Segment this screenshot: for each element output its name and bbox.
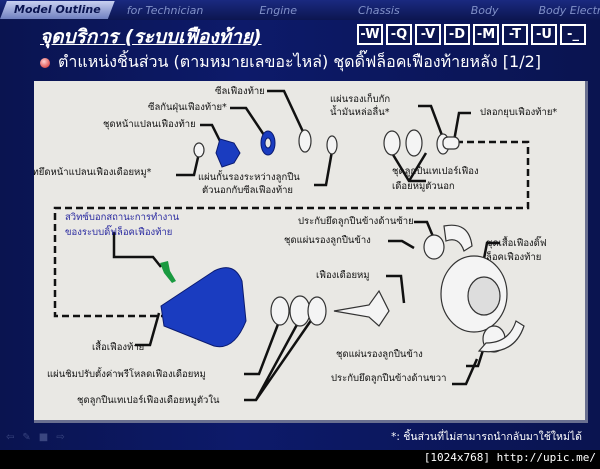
label-oil-seal: ซีลเฟืองท้าย <box>215 86 265 97</box>
leader-line <box>388 239 415 250</box>
label-collapsible-spacer: ปลอกยุบเฟืองท้าย* <box>480 107 558 118</box>
left-cap-part <box>443 224 473 252</box>
top-nav: Model Outline for Technician Engine Chas… <box>0 0 600 20</box>
slide-nav-controls: ⇦ ✎ ■ ⇨ <box>6 432 65 443</box>
inner-race-part <box>289 295 311 327</box>
label-switch-line2: ของระบบดิ๊ฟล็อคเฟืองท้าย <box>65 227 173 238</box>
exploded-diagram: ซีลเฟืองท้าย ซีลกันฝุ่นเฟืองท้าย* ชุดหน้… <box>34 81 588 423</box>
label-dust-seal: ซีลกันฝุ่นเฟืองท้าย* <box>148 102 227 113</box>
label-spacer-line1: แผ่นกั้นรองระหว่างลูกปืน <box>198 172 300 183</box>
watermark: [1024x768] http://upic.me/ <box>423 451 596 464</box>
footnote: *: ชิ้นส่วนที่ไม่สามารถนำกลับมาใช้ใหม่ได… <box>391 431 582 443</box>
label-right-cap: ประกับยึดลูกปืนข้างด้านขวา <box>331 373 447 384</box>
leader-line <box>230 106 268 139</box>
outer-race-part <box>405 129 423 157</box>
outer-bearing-part <box>383 130 401 156</box>
label-diff-case-line2: ล็อคเฟืองท้าย <box>486 252 542 263</box>
leader-line <box>452 358 479 386</box>
leader-line <box>267 89 307 137</box>
label-outer-bearing-line2: เดือยหมูตัวนอก <box>392 181 455 192</box>
pen-icon[interactable]: ✎ <box>22 432 31 443</box>
carrier-housing-part <box>160 267 247 348</box>
label-side-washer-right: ชุดแผ่นรองลูกปืนข้าง <box>336 349 423 360</box>
leader-line <box>200 123 222 142</box>
code-button-w[interactable]: -W <box>357 24 383 45</box>
section-heading: ตำแหน่งชิ้นส่วน (ตามหมายเลขอะไหล่) ชุดดิ… <box>40 50 541 75</box>
leader-line <box>244 318 282 376</box>
diagram-drawing <box>53 89 530 402</box>
flange-nut-part <box>193 142 205 158</box>
companion-flange-part <box>215 138 241 168</box>
forward-arrow-icon[interactable]: ⇨ <box>56 432 65 443</box>
label-flange-nut: นัทยึดหน้าแปลนเฟืองเดือยหมู* <box>34 167 152 178</box>
label-side-washer-left: ชุดแผ่นรองลูกปืนข้าง <box>284 235 371 246</box>
tab-chassis[interactable]: Chassis <box>358 3 400 17</box>
label-oil-slinger-line2: น้ำมันหล่อลื่น* <box>330 107 390 118</box>
leader-line <box>452 111 471 142</box>
dashed-boundary <box>53 140 530 318</box>
tab-body[interactable]: Body <box>470 3 499 17</box>
label-inner-bearing: ชุดลูกปืนเทเปอร์เฟืองเดือยหมูตัวใน <box>77 395 220 406</box>
tab-model-outline[interactable]: Model Outline <box>0 1 115 19</box>
leader-line <box>466 346 486 368</box>
tab-for-technician[interactable]: for Technician <box>126 3 204 17</box>
code-button-m[interactable]: -M <box>473 24 499 45</box>
label-drive-pinion: เฟืองเดือยหมู <box>316 270 370 281</box>
leader-line <box>418 104 445 139</box>
menu-icon[interactable]: ■ <box>38 432 49 443</box>
slide: Model Outline for Technician Engine Chas… <box>0 0 600 450</box>
model-code-buttons: -W -Q -V -D -M -T -U -_ <box>357 24 586 45</box>
label-switch-line1: สวิทซ์บอกสถานะการทำงาน <box>65 212 180 223</box>
label-spacer-line2: ตัวนอกกับซีลเฟืองท้าย <box>202 185 293 196</box>
drive-pinion-part <box>333 289 390 327</box>
code-button-blank[interactable]: -_ <box>560 24 586 45</box>
collapsible-spacer-part <box>442 136 460 150</box>
right-cap-part <box>477 320 525 353</box>
label-carrier: เสื้อเฟืองท้าย <box>92 342 145 353</box>
label-outer-bearing-line1: ชุดลูกปืนเทเปอร์เฟือง <box>392 166 479 177</box>
oil-seal-part <box>298 129 312 153</box>
leader-line <box>176 152 201 177</box>
leader-line <box>386 274 406 304</box>
shim-part <box>270 296 290 326</box>
label-companion-flange: ชุดหน้าแปลนเฟืองท้าย <box>103 119 196 130</box>
label-shim: แผ่นชิมปรับตั้งค่าพรีโหลดเฟืองเดือยหมู <box>47 369 206 380</box>
leader-line <box>390 152 428 183</box>
back-arrow-icon[interactable]: ⇦ <box>6 432 15 443</box>
leader-line <box>244 318 314 402</box>
leader-line <box>135 312 161 347</box>
code-button-q[interactable]: -Q <box>386 24 412 45</box>
label-diff-case-line1: ชุดเสื้อเฟืองดิ๊ฟ <box>486 238 547 249</box>
side-washer-left-part <box>423 234 445 260</box>
code-button-u[interactable]: -U <box>531 24 557 45</box>
tab-body-electrical[interactable]: Body Electrical <box>538 3 600 17</box>
page-title: จุดบริการ (ระบบเฟืองท้าย) <box>40 26 262 48</box>
spacer-part <box>326 135 338 155</box>
code-button-v[interactable]: -V <box>415 24 441 45</box>
leader-line <box>112 232 162 268</box>
bullet-icon <box>40 57 50 68</box>
leader-line <box>314 150 334 187</box>
switch-part <box>160 261 176 283</box>
inner-bearing-part <box>307 296 327 326</box>
code-button-d[interactable]: -D <box>444 24 470 45</box>
section-heading-text: ตำแหน่งชิ้นส่วน (ตามหมายเลขอะไหล่) ชุดดิ… <box>58 52 542 71</box>
label-oil-slinger-line1: แผ่นรองเก็บกัก <box>330 94 391 105</box>
label-left-cap: ประกับยึดลูกปืนข้างด้านซ้าย <box>298 216 414 227</box>
code-button-t[interactable]: -T <box>502 24 528 45</box>
tab-engine[interactable]: Engine <box>259 3 298 17</box>
